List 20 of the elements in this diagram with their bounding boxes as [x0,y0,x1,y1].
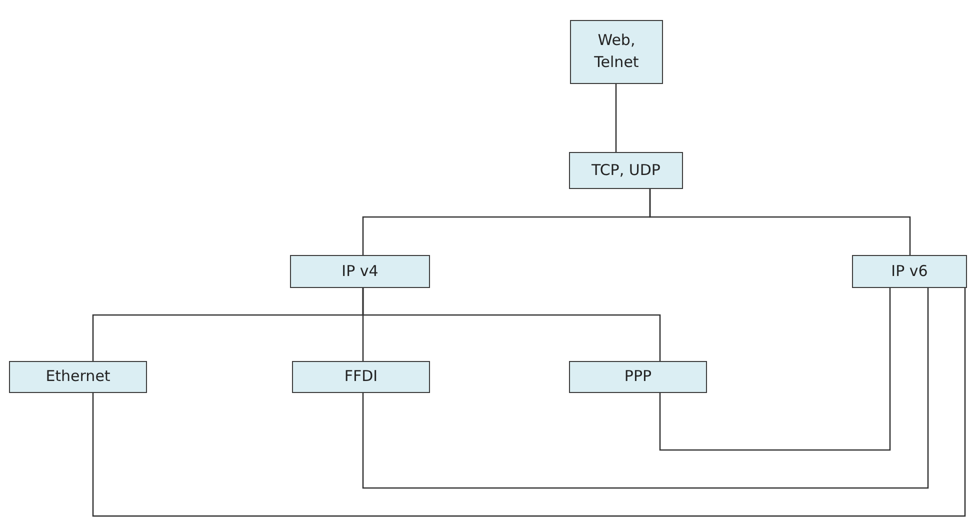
connector-line [92,288,966,517]
connector-line [615,84,617,152]
box-label: IP v4 [342,260,378,282]
connector-line [659,288,891,451]
box-label: TCP, UDP [592,160,660,181]
process-box [569,361,707,393]
process-box [852,255,967,288]
box-label: Web, Telnet [593,30,640,73]
box-label: FFDI [344,366,378,388]
process-box [569,152,683,189]
connector-line [362,288,661,361]
process-box [570,20,663,84]
connector-line [362,288,929,489]
box-label: PPP [624,366,652,388]
process-box [290,255,430,288]
connector-line [649,189,911,255]
process-box [292,361,430,393]
box-label: IP v6 [891,260,928,282]
process-box [9,361,147,393]
box-label: Ethernet [46,366,110,388]
